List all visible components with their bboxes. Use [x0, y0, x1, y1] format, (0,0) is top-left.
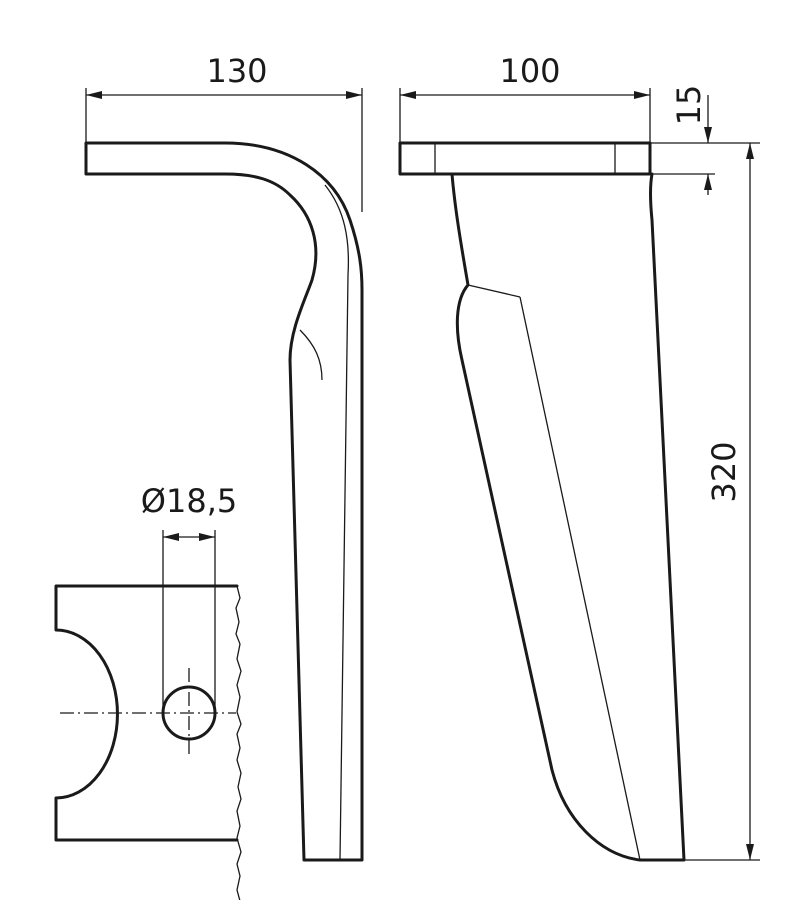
side-view-outline — [84, 141, 364, 862]
dim-100-label: 100 — [499, 52, 560, 90]
dim-hole-arrow-right — [199, 533, 215, 541]
dim-320-label: 320 — [705, 441, 743, 502]
dim-130-arrow-left — [86, 91, 102, 99]
dim-320-arrow-top — [746, 143, 754, 159]
dim-15-arrow-bottom — [704, 174, 712, 190]
dim-15-label: 15 — [670, 85, 708, 126]
dim-320-arrow-bottom — [746, 844, 754, 860]
front-view-blade-outline — [450, 172, 686, 862]
dim-130-arrow-right — [346, 91, 362, 99]
detail-view: Ø18,5 — [54, 482, 242, 900]
dim-15-arrow-top — [704, 127, 712, 143]
dim-130-label: 130 — [206, 52, 267, 90]
detail-view-break-line — [235, 585, 242, 900]
front-view-bevel-top — [467, 284, 521, 298]
dim-hole-arrow-left — [163, 533, 179, 541]
dim-hole-label: Ø18,5 — [141, 482, 237, 520]
side-view-inner-edge-2 — [299, 329, 323, 381]
dim-100-arrow-left — [400, 91, 416, 99]
front-view-bevel-edge — [519, 296, 641, 861]
dim-100-arrow-right — [634, 91, 650, 99]
side-view: 130 — [84, 52, 364, 862]
front-view: 100 15 320 — [398, 52, 760, 862]
front-view-mounting-plate — [398, 141, 652, 176]
detail-view-outline — [54, 584, 239, 842]
side-view-inner-edge — [324, 184, 350, 861]
